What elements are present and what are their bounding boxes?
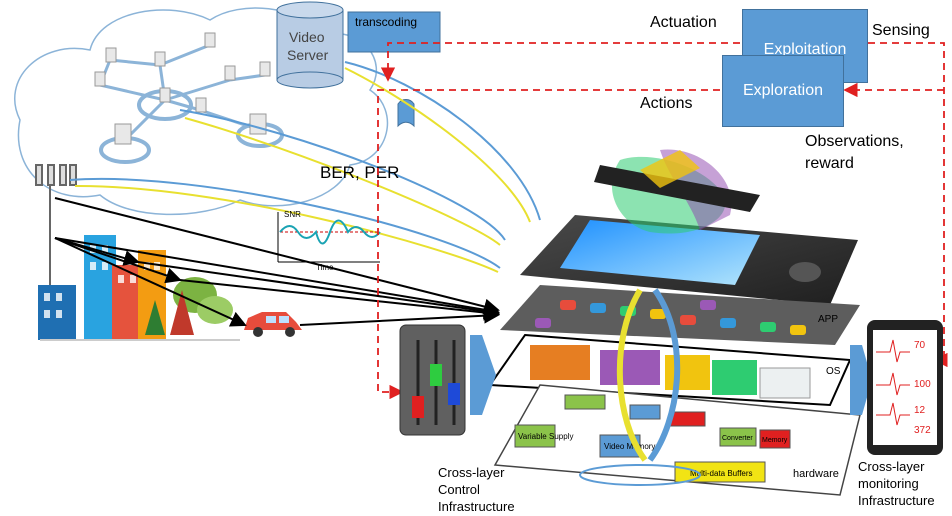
monitoring-label-line1: Cross-layer [858, 459, 925, 474]
control-label-line1: Cross-layer [438, 465, 505, 480]
snr-xlabel: Time [316, 263, 334, 272]
hardware-label: hardware [793, 468, 839, 480]
hw-block-buffers: Multi-data Buffers [690, 469, 753, 478]
actuation-label: Actuation [650, 14, 717, 31]
hw-block-converter: Converter [722, 435, 753, 442]
stack-circulation [579, 288, 701, 486]
hw-block-memory: Memory [762, 437, 788, 444]
snr-ylabel: SNR [284, 210, 301, 219]
monitoring-label-line3: Infrastructure [858, 493, 935, 508]
monitor-reading-0: 70 [914, 340, 926, 351]
monitor-reading-1: 100 [914, 379, 931, 390]
snr-plot [277, 212, 381, 263]
smartphone [520, 149, 858, 305]
control-label-line3: Infrastructure [438, 499, 515, 514]
exploration-box: Exploration [722, 55, 844, 127]
cloud-servers [94, 32, 271, 145]
os-layer [488, 333, 852, 407]
signal-paths [54, 197, 500, 327]
app-label: APP [818, 314, 838, 325]
control-label-line2: Control [438, 482, 480, 497]
observations-label-line2: reward [805, 155, 854, 172]
server-label-line2: Server [287, 47, 329, 63]
os-label: OS [826, 366, 841, 377]
transcoding-label: transcoding [355, 15, 417, 29]
actions-label: Actions [640, 95, 692, 112]
control-arrow [470, 335, 496, 415]
transcoding-box [347, 11, 441, 53]
sensing-label: Sensing [872, 22, 930, 39]
hw-block-video-memory: Video Memory [604, 442, 655, 451]
video-server [276, 1, 344, 89]
observations-label-line1: Observations, [805, 133, 904, 150]
exploration-label: Exploration [742, 82, 824, 99]
server-label-line1: Video [289, 29, 325, 45]
car [244, 312, 302, 337]
monitor-reading-3: 372 [914, 425, 931, 436]
monitoring-arrow [850, 345, 872, 415]
data-flows [69, 61, 541, 273]
monitor-reading-2: 12 [914, 405, 926, 416]
control-panel [399, 324, 466, 436]
monitoring-device [867, 320, 943, 455]
hw-block-variable-supply: Variable Supply [518, 432, 573, 441]
exploitation-label: Exploitation [763, 41, 847, 58]
city [38, 235, 240, 341]
monitoring-label-line2: monitoring [858, 476, 919, 491]
ber-per-label: BER, PER [320, 163, 399, 182]
